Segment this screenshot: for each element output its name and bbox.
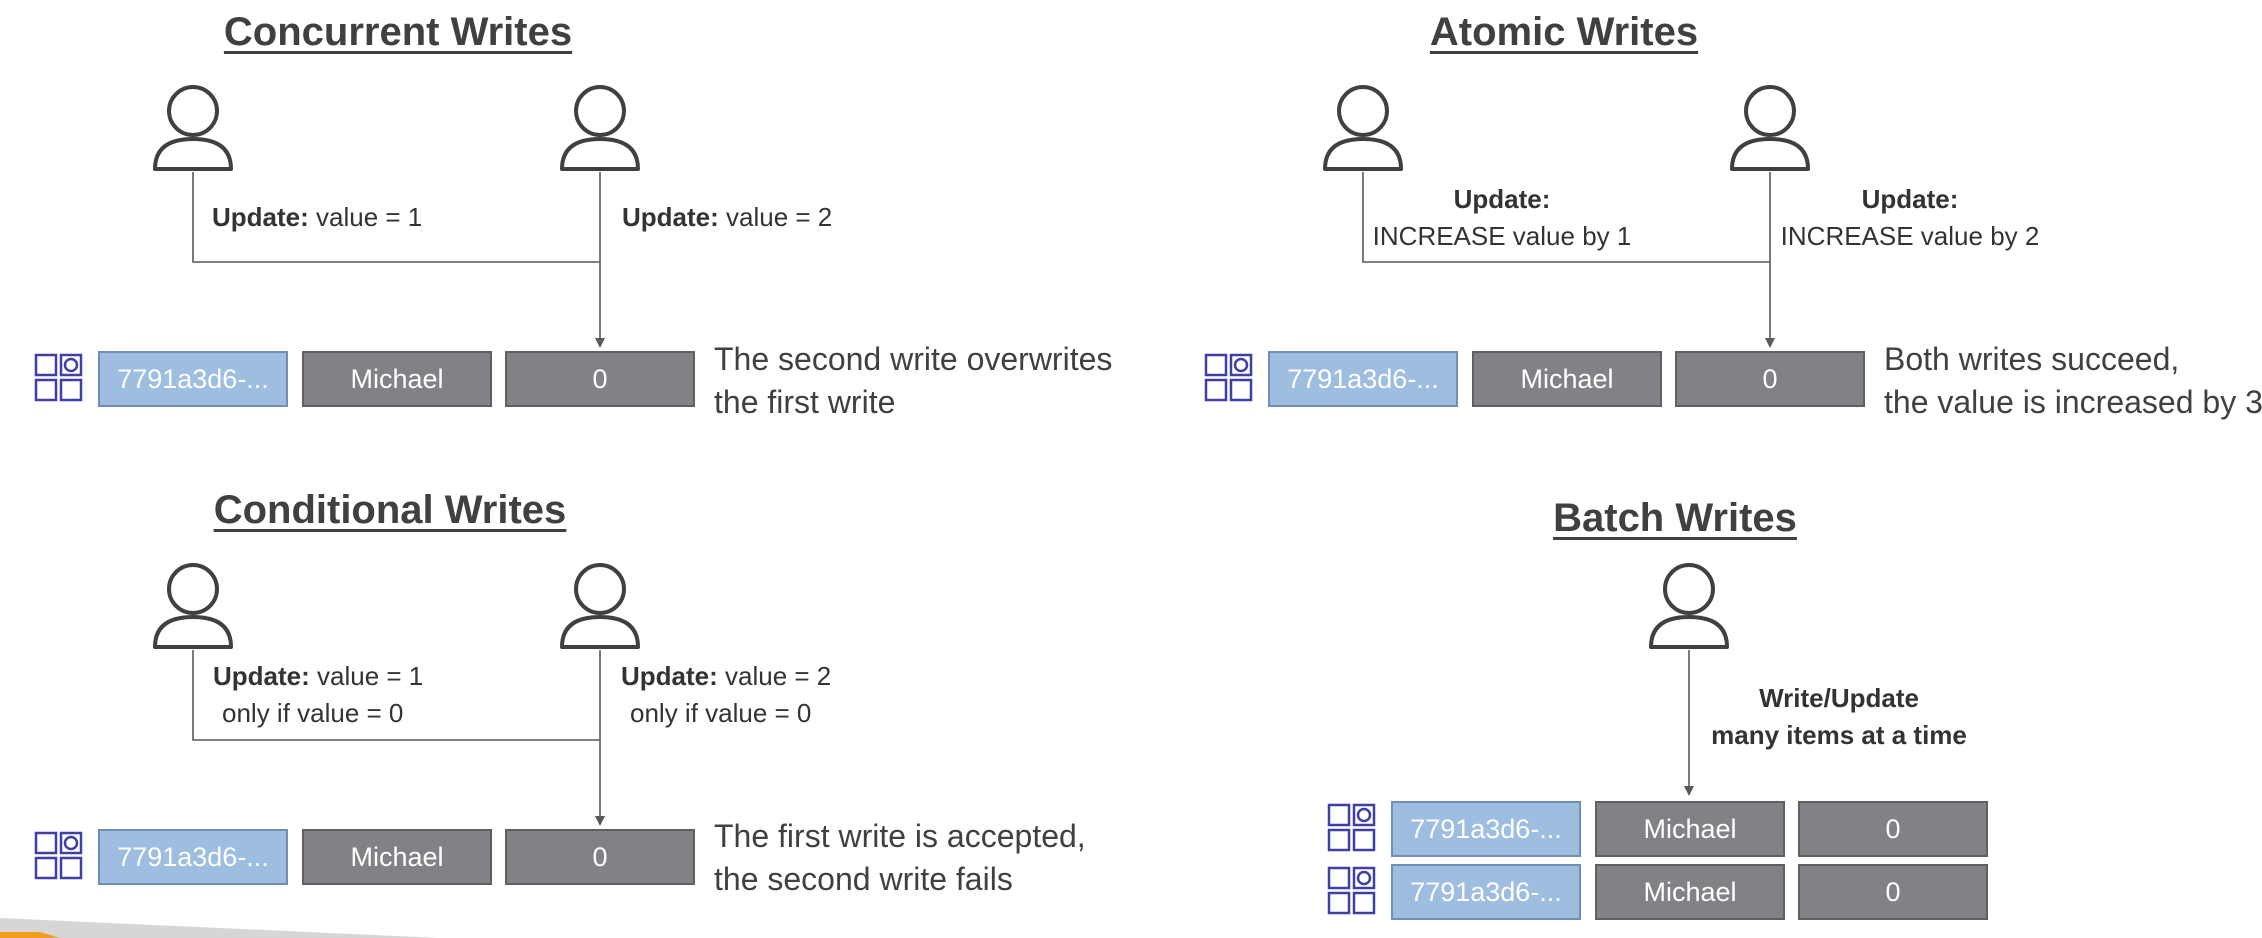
user-icon <box>153 85 233 171</box>
table-icon <box>34 831 83 880</box>
user-icon <box>153 563 233 649</box>
conditional-result: The first write is accepted, the second … <box>714 815 1086 901</box>
concurrent-update1-label: Update: value = 1 <box>212 202 423 232</box>
atomic-title: Atomic Writes <box>1429 10 1699 54</box>
concurrent-result-line1: The second write overwrites <box>714 341 1113 377</box>
item-name-cell: Michael <box>1472 351 1662 407</box>
item-key-cell: 7791a3d6-... <box>98 351 288 407</box>
item-name-cell: Michael <box>302 351 492 407</box>
bottom-swoosh-accent <box>0 932 60 938</box>
item-key-cell: 7791a3d6-... <box>1391 801 1581 857</box>
user-icon <box>1323 85 1403 171</box>
item-value-cell: 0 <box>505 829 695 885</box>
item-value-cell: 0 <box>505 351 695 407</box>
atomic-update2-label: Update: INCREASE value by 2 <box>1780 184 2040 251</box>
item-name-cell: Michael <box>1595 801 1785 857</box>
batch-title: Batch Writes <box>1553 496 1797 540</box>
atomic-update1-label: Update: INCREASE value by 1 <box>1372 184 1632 251</box>
table-icon <box>1327 866 1376 915</box>
concurrent-line-user1 <box>192 172 600 263</box>
conditional-update1-label: Update: value = 1 only if value = 0 <box>213 661 424 728</box>
conditional-result-line2: the second write fails <box>714 861 1013 897</box>
user-icon <box>560 85 640 171</box>
user-icon <box>560 563 640 649</box>
concurrent-title: Concurrent Writes <box>223 10 573 54</box>
batch-label: Write/Update many items at a time <box>1711 683 1967 750</box>
item-value-cell: 0 <box>1675 351 1865 407</box>
atomic-result-line1: Both writes succeed, <box>1884 341 2180 377</box>
bottom-swoosh-shadow <box>0 918 440 938</box>
concurrent-result: The second write overwrites the first wr… <box>714 338 1112 424</box>
atomic-result-line2: the value is increased by 3 <box>1884 384 2262 420</box>
item-name-cell: Michael <box>1595 864 1785 920</box>
item-value-cell: 0 <box>1798 801 1988 857</box>
table-icon <box>1204 353 1253 402</box>
item-name-cell: Michael <box>302 829 492 885</box>
atomic-line-user1 <box>1362 172 1770 263</box>
concurrent-result-line2: the first write <box>714 384 896 420</box>
atomic-result: Both writes succeed, the value is increa… <box>1884 338 2262 424</box>
item-value-cell: 0 <box>1798 864 1988 920</box>
item-key-cell: 7791a3d6-... <box>98 829 288 885</box>
table-icon <box>1327 803 1376 852</box>
item-key-cell: 7791a3d6-... <box>1391 864 1581 920</box>
concurrent-update2-label: Update: value = 2 <box>622 202 833 232</box>
conditional-result-line1: The first write is accepted, <box>714 818 1086 854</box>
user-icon <box>1730 85 1810 171</box>
item-key-cell: 7791a3d6-... <box>1268 351 1458 407</box>
user-icon <box>1649 563 1729 649</box>
conditional-update2-label: Update: value = 2 only if value = 0 <box>621 661 832 728</box>
table-icon <box>34 353 83 402</box>
conditional-line-user1 <box>192 650 600 741</box>
conditional-title: Conditional Writes <box>213 488 567 532</box>
